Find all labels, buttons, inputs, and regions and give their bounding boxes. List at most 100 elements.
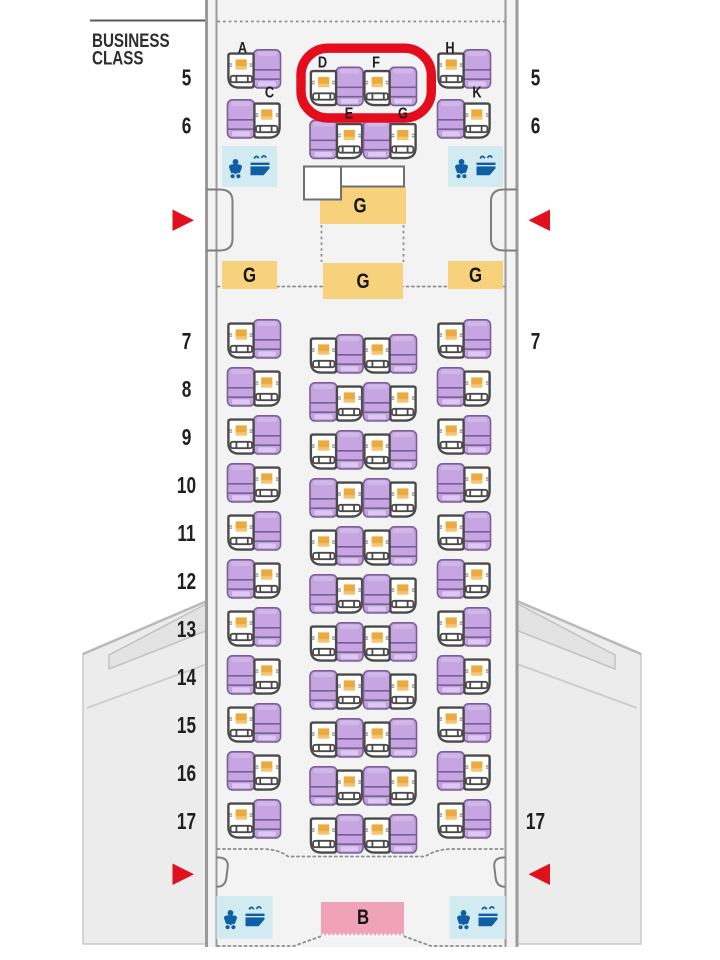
seat-11A[interactable] — [227, 510, 282, 552]
right-wing — [516, 599, 642, 945]
galley-center-bottom-box — [323, 263, 403, 299]
fuselage-walls — [205, 0, 519, 947]
seat-letter-5D: D — [318, 54, 327, 72]
seat-13A[interactable] — [227, 606, 282, 648]
seat-12C[interactable] — [226, 558, 281, 600]
galley-counter — [339, 165, 405, 188]
seat-14C[interactable] — [226, 654, 281, 696]
seat-10C[interactable] — [226, 462, 281, 504]
seat-11D[interactable] — [309, 525, 365, 567]
seat-7F[interactable] — [363, 333, 418, 375]
seat-12E[interactable] — [308, 573, 364, 615]
lavatory-front-right — [448, 146, 503, 187]
row-number-right-6: 6 — [531, 114, 541, 139]
seat-17A[interactable] — [227, 798, 282, 840]
seat-14E[interactable] — [308, 669, 364, 711]
bulkhead-b-label: B — [357, 906, 369, 929]
lavatory-front-left — [222, 146, 277, 187]
row-number-right-17: 17 — [526, 810, 545, 835]
seat-letter-6E: E — [345, 105, 354, 123]
seat-8C[interactable] — [226, 366, 281, 408]
seat-16K[interactable] — [436, 750, 491, 792]
seat-11H[interactable] — [437, 510, 492, 552]
seat-letter-5A: A — [238, 40, 248, 58]
seat-6K[interactable] — [436, 98, 491, 140]
row-number-right-5: 5 — [531, 66, 541, 91]
galley-left-box — [222, 261, 277, 289]
seat-13F[interactable] — [363, 621, 418, 663]
seat-13H[interactable] — [437, 606, 492, 648]
galley-cart — [303, 165, 342, 201]
seat-16C[interactable] — [226, 750, 281, 792]
seat-12G[interactable] — [362, 573, 417, 615]
row-number-left-8: 8 — [182, 378, 192, 403]
door-rear-right — [493, 856, 506, 888]
seat-15H[interactable] — [437, 702, 492, 744]
seat-16E[interactable] — [308, 765, 364, 807]
seat-8E[interactable] — [308, 381, 364, 423]
row-number-left-11: 11 — [177, 522, 195, 547]
seat-7H[interactable] — [437, 318, 492, 360]
seat-17F[interactable] — [363, 813, 418, 855]
seat-letter-6C: C — [265, 84, 275, 102]
seat-5D[interactable] — [309, 66, 365, 107]
seat-16G[interactable] — [362, 765, 417, 807]
seat-7D[interactable] — [309, 333, 365, 375]
lavatory-rear-left — [216, 896, 273, 939]
row-number-left-7: 7 — [182, 330, 192, 355]
cabin-divider-tail — [216, 935, 506, 947]
seat-letter-5F: F — [372, 54, 380, 72]
galley-connector-dashes — [320, 225, 405, 262]
seat-10K[interactable] — [436, 462, 491, 504]
row-number-left-15: 15 — [177, 714, 196, 739]
row-number-left-12: 12 — [177, 570, 196, 595]
seat-13D[interactable] — [309, 621, 365, 663]
row-number-left-10: 10 — [177, 474, 196, 499]
seat-letter-6G: G — [398, 105, 408, 123]
row-number-left-16: 16 — [177, 762, 196, 787]
seat-8G[interactable] — [362, 381, 417, 423]
bulkhead-b: B — [321, 902, 404, 937]
seat-6E[interactable] — [308, 119, 364, 160]
seat-9D[interactable] — [309, 429, 365, 471]
seat-6C[interactable] — [226, 98, 281, 140]
galley-right-box — [448, 261, 503, 289]
seat-letter-6K: K — [472, 84, 482, 102]
seat-9F[interactable] — [363, 429, 418, 471]
highlight-annotation — [296, 43, 437, 123]
seat-15A[interactable] — [227, 702, 282, 744]
seat-letter-5H: H — [445, 40, 454, 58]
seat-8K[interactable] — [436, 366, 491, 408]
seat-6G[interactable] — [362, 119, 417, 160]
seat-15F[interactable] — [363, 717, 418, 759]
seat-17D[interactable] — [309, 813, 365, 855]
seat-14G[interactable] — [362, 669, 417, 711]
door-front-right — [490, 188, 517, 252]
galley-left-label: G — [243, 264, 256, 287]
seat-17H[interactable] — [437, 798, 492, 840]
cabin-divider-rear — [216, 848, 506, 858]
galley-center-top-label: G — [353, 195, 366, 218]
seat-10E[interactable] — [308, 477, 364, 519]
seat-12K[interactable] — [436, 558, 491, 600]
door-front-left — [206, 188, 234, 252]
row-number-left-9: 9 — [182, 426, 192, 451]
seat-14K[interactable] — [436, 654, 491, 696]
seat-5F[interactable] — [363, 66, 418, 107]
galley-right-label: G — [469, 264, 482, 287]
row-number-right-7: 7 — [531, 330, 541, 355]
seat-10G[interactable] — [362, 477, 417, 519]
seat-7A[interactable] — [227, 318, 282, 360]
seat-15D[interactable] — [309, 717, 365, 759]
seat-9A[interactable] — [227, 414, 282, 456]
row-number-left-5: 5 — [182, 66, 192, 91]
seat-5A[interactable] — [227, 48, 282, 90]
row-number-left-6: 6 — [182, 114, 192, 139]
seat-9H[interactable] — [437, 414, 492, 456]
row-number-left-17: 17 — [177, 810, 196, 835]
seat-11F[interactable] — [363, 525, 418, 567]
door-rear-left — [216, 856, 229, 888]
row-number-left-14: 14 — [177, 666, 197, 691]
